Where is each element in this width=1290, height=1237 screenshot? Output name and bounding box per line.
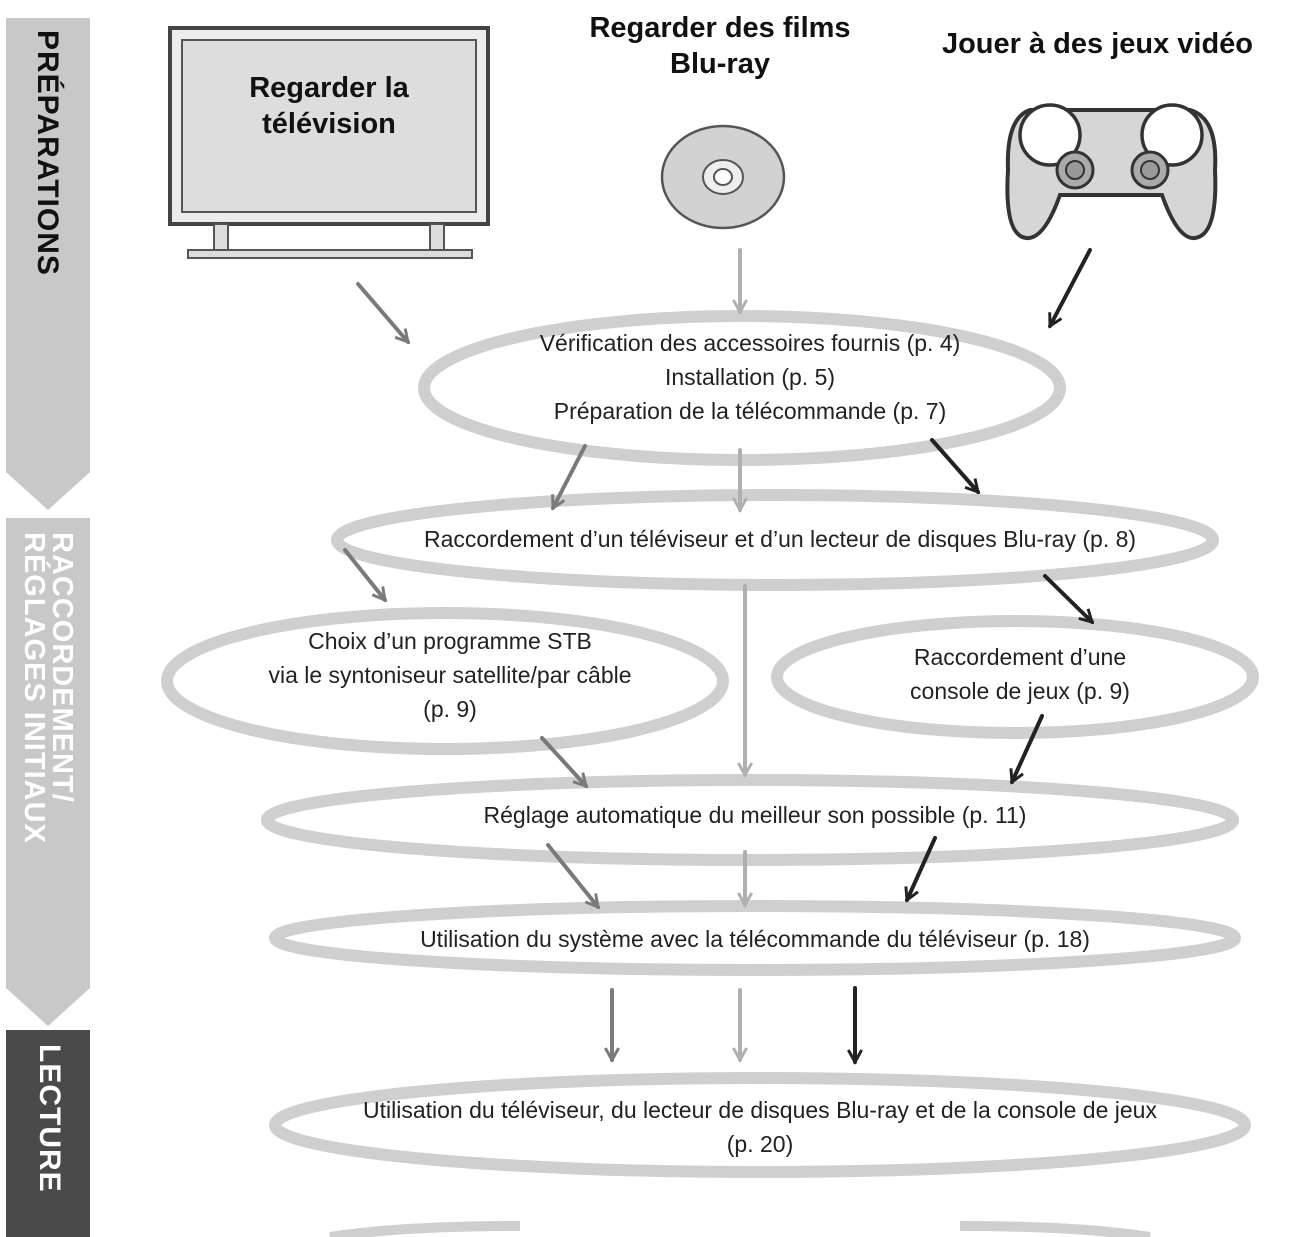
arrow-prep-to-connect-right [930,438,978,492]
arrow-connect-to-stb [343,548,387,600]
arrow-sound-to-remote-left [546,843,600,907]
tab-raccordement-label-line2: RÉGLAGES INITIAUX [18,532,50,844]
step-console-line2: console de jeux (p. 9) [910,678,1130,704]
ellipse-auto-sound [261,774,1239,866]
step-auto-sound: Réglage automatique du meilleur son poss… [483,802,1027,828]
step-stb-line3: (p. 9) [423,696,477,722]
step-connect-tv-bluray: Raccordement d’un téléviseur et d’un lec… [423,526,1137,552]
tv-heading: Regarder la télévision [182,70,476,142]
tab-preparations-shape [6,18,90,510]
tab-lecture-shape [6,1030,90,1237]
step-console: Raccordement d’une console de jeux (p. 9… [800,640,1240,708]
tab-raccordement-shape [6,518,90,1026]
tab-preparations-label: PRÉPARATIONS [31,30,64,276]
step-preparation-line1: Vérification des accessoires fournis (p.… [539,330,961,356]
arrow-sound-to-remote-right [907,836,937,900]
step-tv-remote: Utilisation du système avec la télécomma… [420,926,1090,952]
tab-preparations: PRÉPARATIONS [0,30,92,470]
bluray-heading-line2: Blu-ray [670,48,770,80]
tv-heading-line1: Regarder la [249,72,409,104]
step-usage: Utilisation du téléviseur, du lecteur de… [270,1093,1250,1161]
ellipse-next-hint [329,1221,1151,1237]
tv-heading-line2: télévision [262,108,396,140]
step-preparation: Vérification des accessoires fournis (p.… [440,326,1060,428]
step-preparation-line2: Installation (p. 5) [664,364,836,390]
arrow-tv-to-prep [356,282,410,342]
tab-raccordement: RACCORDEMENT/ RÉGLAGES INITIAUX [0,532,92,972]
ellipse-console [771,615,1259,739]
bluray-disc-icon [660,124,786,230]
step-console-line1: Raccordement d’une [913,644,1127,670]
tab-lecture-label: LECTURE [33,1044,66,1193]
arrow-stb-to-sound [540,736,586,786]
step-stb-line2: via le syntoniseur satellite/par câble [268,662,632,688]
arrow-console-to-sound [1012,714,1044,782]
step-stb-line1: Choix d’un programme STB [308,628,592,654]
ellipse-usage [269,1072,1251,1178]
tv-icon [168,26,490,259]
game-heading: Jouer à des jeux vidéo [941,28,1254,60]
tab-lecture: LECTURE [0,1044,92,1234]
arrow-game-to-prep [1048,248,1092,326]
step-preparation-line3: Préparation de la télécommande (p. 7) [553,398,947,424]
arrow-prep-to-connect-left [551,444,587,508]
ellipse-tv-remote [269,900,1241,976]
step-usage-line2: (p. 20) [726,1131,794,1157]
step-usage-line1: Utilisation du téléviseur, du lecteur de… [363,1097,1157,1123]
arrow-connect-to-console [1043,574,1092,622]
ellipse-stb [161,607,729,755]
bluray-heading-line1: Regarder des films [589,12,851,44]
ellipse-connect-tv-bluray [331,489,1219,591]
step-stb: Choix d’un programme STB via le syntonis… [195,624,705,726]
bluray-heading: Regarder des films Blu-ray [540,10,900,82]
game-controller-icon [1005,103,1218,241]
